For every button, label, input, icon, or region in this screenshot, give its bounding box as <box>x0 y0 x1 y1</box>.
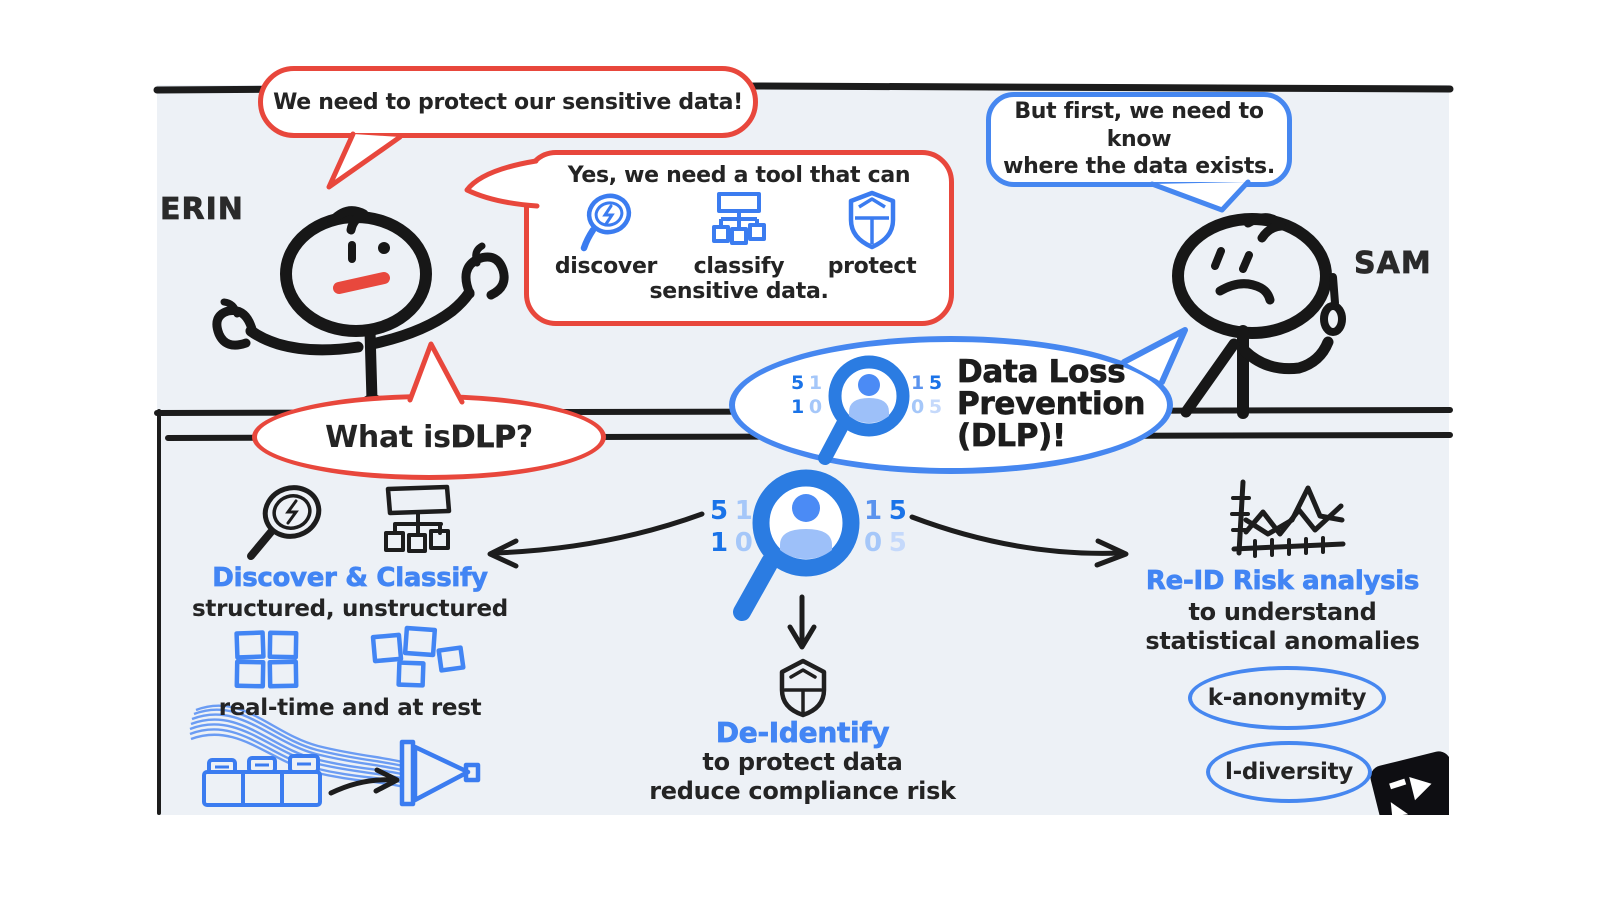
digit: 1 <box>808 372 822 394</box>
erin-speech-bubble: We need to protect our sensitive data! <box>258 66 758 138</box>
tool-item-classify: classify <box>680 190 798 279</box>
digit: 0 <box>911 396 924 418</box>
tool-item-label: protect <box>827 254 917 279</box>
digit: 0 <box>864 528 882 558</box>
dlp-magnifier-small-icon <box>818 355 910 465</box>
digit: 1 <box>710 528 728 558</box>
tool-item-protect: protect <box>813 190 931 279</box>
digit: 5 <box>928 396 942 418</box>
structured-unstructured-label: structured, unstructured <box>192 596 508 622</box>
tool-item-label: discover <box>554 254 658 279</box>
answer-text: Data Loss Prevention (DLP)! <box>957 354 1146 455</box>
sam-speech-text: But first, we need to know where the dat… <box>1003 99 1275 180</box>
sam-speech-bubble: But first, we need to know where the dat… <box>986 92 1292 187</box>
digit: 1 <box>911 372 924 394</box>
question-emphasis: DLP <box>450 419 516 455</box>
tool-bubble-outro: sensitive data. <box>649 279 829 304</box>
question-prefix: What is <box>325 419 451 455</box>
reid-risk-description: to understand statistical anomalies <box>1145 598 1420 655</box>
question-suffix: ? <box>515 419 533 455</box>
tool-item-discover: discover <box>547 190 665 279</box>
digit: 5 <box>888 496 907 526</box>
discover-classify-title: Discover & Classify <box>212 563 488 594</box>
magnifier-icon <box>580 193 632 252</box>
shield-icon <box>848 190 896 250</box>
reid-risk-title: Re-ID Risk analysis <box>1145 566 1420 597</box>
l-diversity-tag: l-diversity <box>1206 741 1372 803</box>
digit: 5 <box>888 528 907 558</box>
de-identify-description: to protect data reduce compliance risk <box>649 748 956 805</box>
digit: 0 <box>734 528 753 558</box>
digit: 1 <box>734 496 753 526</box>
org-chart-icon <box>712 192 766 245</box>
digit: 1 <box>791 396 804 418</box>
erin-name-label: ERIN <box>160 192 244 228</box>
k-anonymity-label: k-anonymity <box>1207 685 1367 711</box>
de-identify-title: De-Identify <box>715 716 890 750</box>
tool-items-row: discover classify <box>529 188 949 279</box>
digit: 5 <box>710 496 728 526</box>
sam-name-label: SAM <box>1354 246 1432 282</box>
k-anonymity-tag: k-anonymity <box>1188 666 1386 730</box>
digit: 1 <box>864 496 882 526</box>
l-diversity-label: l-diversity <box>1225 759 1353 785</box>
digit: 5 <box>791 372 804 394</box>
tool-bubble-intro: Yes, we need a tool that can <box>567 163 911 188</box>
realtime-at-rest-label: real-time and at rest <box>218 695 482 721</box>
question-bubble: What is DLP ? <box>252 394 606 480</box>
tool-speech-bubble: Yes, we need a tool that can discover <box>524 150 954 326</box>
erin-speech-text: We need to protect our sensitive data! <box>273 89 743 115</box>
digit: 5 <box>928 372 942 394</box>
tool-item-label: classify <box>693 254 785 279</box>
